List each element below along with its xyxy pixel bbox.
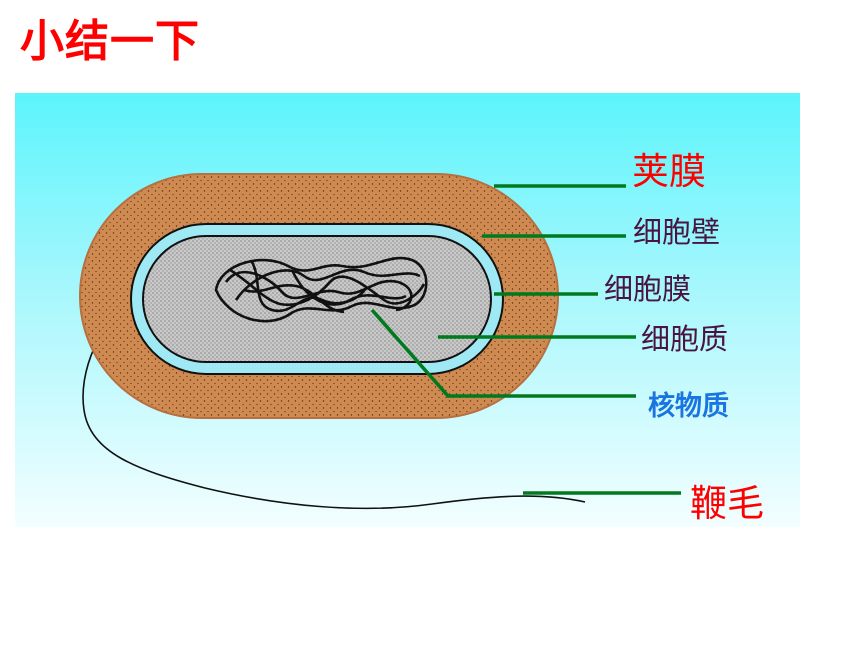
label-cell-wall: 细胞壁 xyxy=(633,215,721,249)
label-capsule: 荚膜 xyxy=(632,150,706,193)
label-nuclear-material: 核物质 xyxy=(648,391,729,422)
leader-lines xyxy=(370,184,681,495)
label-cytoplasm: 细胞质 xyxy=(641,322,729,356)
label-cell-membrane: 细胞膜 xyxy=(604,272,692,306)
nuclear-material xyxy=(214,256,428,323)
label-flagellum: 鞭毛 xyxy=(690,482,764,525)
slide-title: 小结一下 xyxy=(20,16,200,67)
flagellum xyxy=(82,295,586,510)
nuclear-material-leader-line xyxy=(370,308,636,398)
